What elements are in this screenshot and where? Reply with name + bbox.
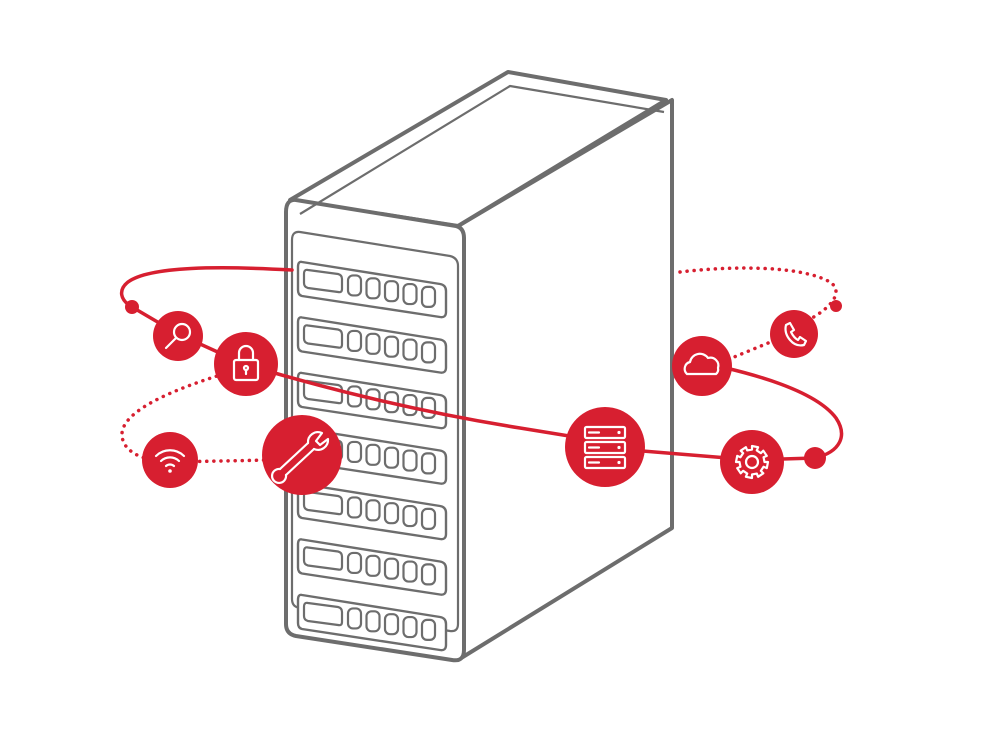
drive-bay — [296, 316, 448, 374]
bay-slot — [402, 615, 418, 639]
bay-slot — [420, 507, 437, 531]
padlock-icon — [214, 332, 278, 396]
bay-slot — [402, 282, 418, 306]
bay-slot — [402, 449, 418, 472]
drive-bay — [296, 260, 448, 319]
bay-slot — [346, 440, 363, 464]
phone-icon — [770, 310, 818, 358]
bay-slot — [346, 496, 363, 519]
orbit-node-dot — [804, 447, 826, 469]
bay-slot — [346, 607, 363, 630]
drive-bay — [296, 482, 448, 541]
bay-slot — [383, 446, 400, 469]
bay-slot — [420, 396, 437, 420]
orbit-front-upper-left — [119, 266, 294, 309]
bay-slot — [346, 329, 363, 353]
bay-slot — [365, 499, 381, 522]
bay-slot — [402, 504, 418, 528]
orbit-back-lower-left — [120, 370, 272, 464]
bay-slot — [402, 560, 418, 583]
tower-top-edge — [299, 84, 665, 215]
bay-slot — [420, 285, 437, 309]
orbit-back-upper-right — [678, 266, 838, 320]
wrench-icon — [262, 415, 342, 495]
wifi-icon — [142, 432, 198, 488]
bay-slot — [365, 443, 381, 466]
orbit-front-right — [604, 366, 844, 462]
bay-slot — [383, 557, 400, 580]
tower-front-inset — [290, 230, 460, 633]
drive-bay — [296, 538, 448, 596]
bay-slot — [420, 452, 437, 475]
server-rack-icon — [565, 407, 645, 487]
cloud-icon — [672, 336, 732, 396]
orbit-front-main — [242, 362, 608, 444]
bay-slot — [365, 610, 381, 633]
orbit-back-phone-link — [720, 332, 792, 364]
bay-slot — [346, 551, 363, 575]
server-tower — [284, 70, 674, 663]
bay-slot — [420, 341, 437, 364]
bay-slot — [383, 613, 400, 636]
drive-bay — [296, 593, 448, 652]
orbit-node-dot — [830, 300, 842, 312]
orbit-node-dot — [125, 300, 139, 314]
bay-slot — [383, 335, 400, 358]
bay-slot — [365, 554, 381, 577]
bay-slot — [402, 338, 418, 361]
bay-slot — [383, 502, 400, 525]
bay-slot — [420, 563, 437, 586]
bay-slot — [420, 618, 437, 642]
magnifier-icon — [153, 311, 203, 361]
bay-slot — [346, 274, 363, 297]
gear-icon — [720, 430, 784, 494]
bay-slot — [365, 332, 381, 355]
bay-slot — [365, 277, 381, 300]
orbit-front — [119, 266, 844, 462]
bay-slot — [383, 280, 400, 303]
